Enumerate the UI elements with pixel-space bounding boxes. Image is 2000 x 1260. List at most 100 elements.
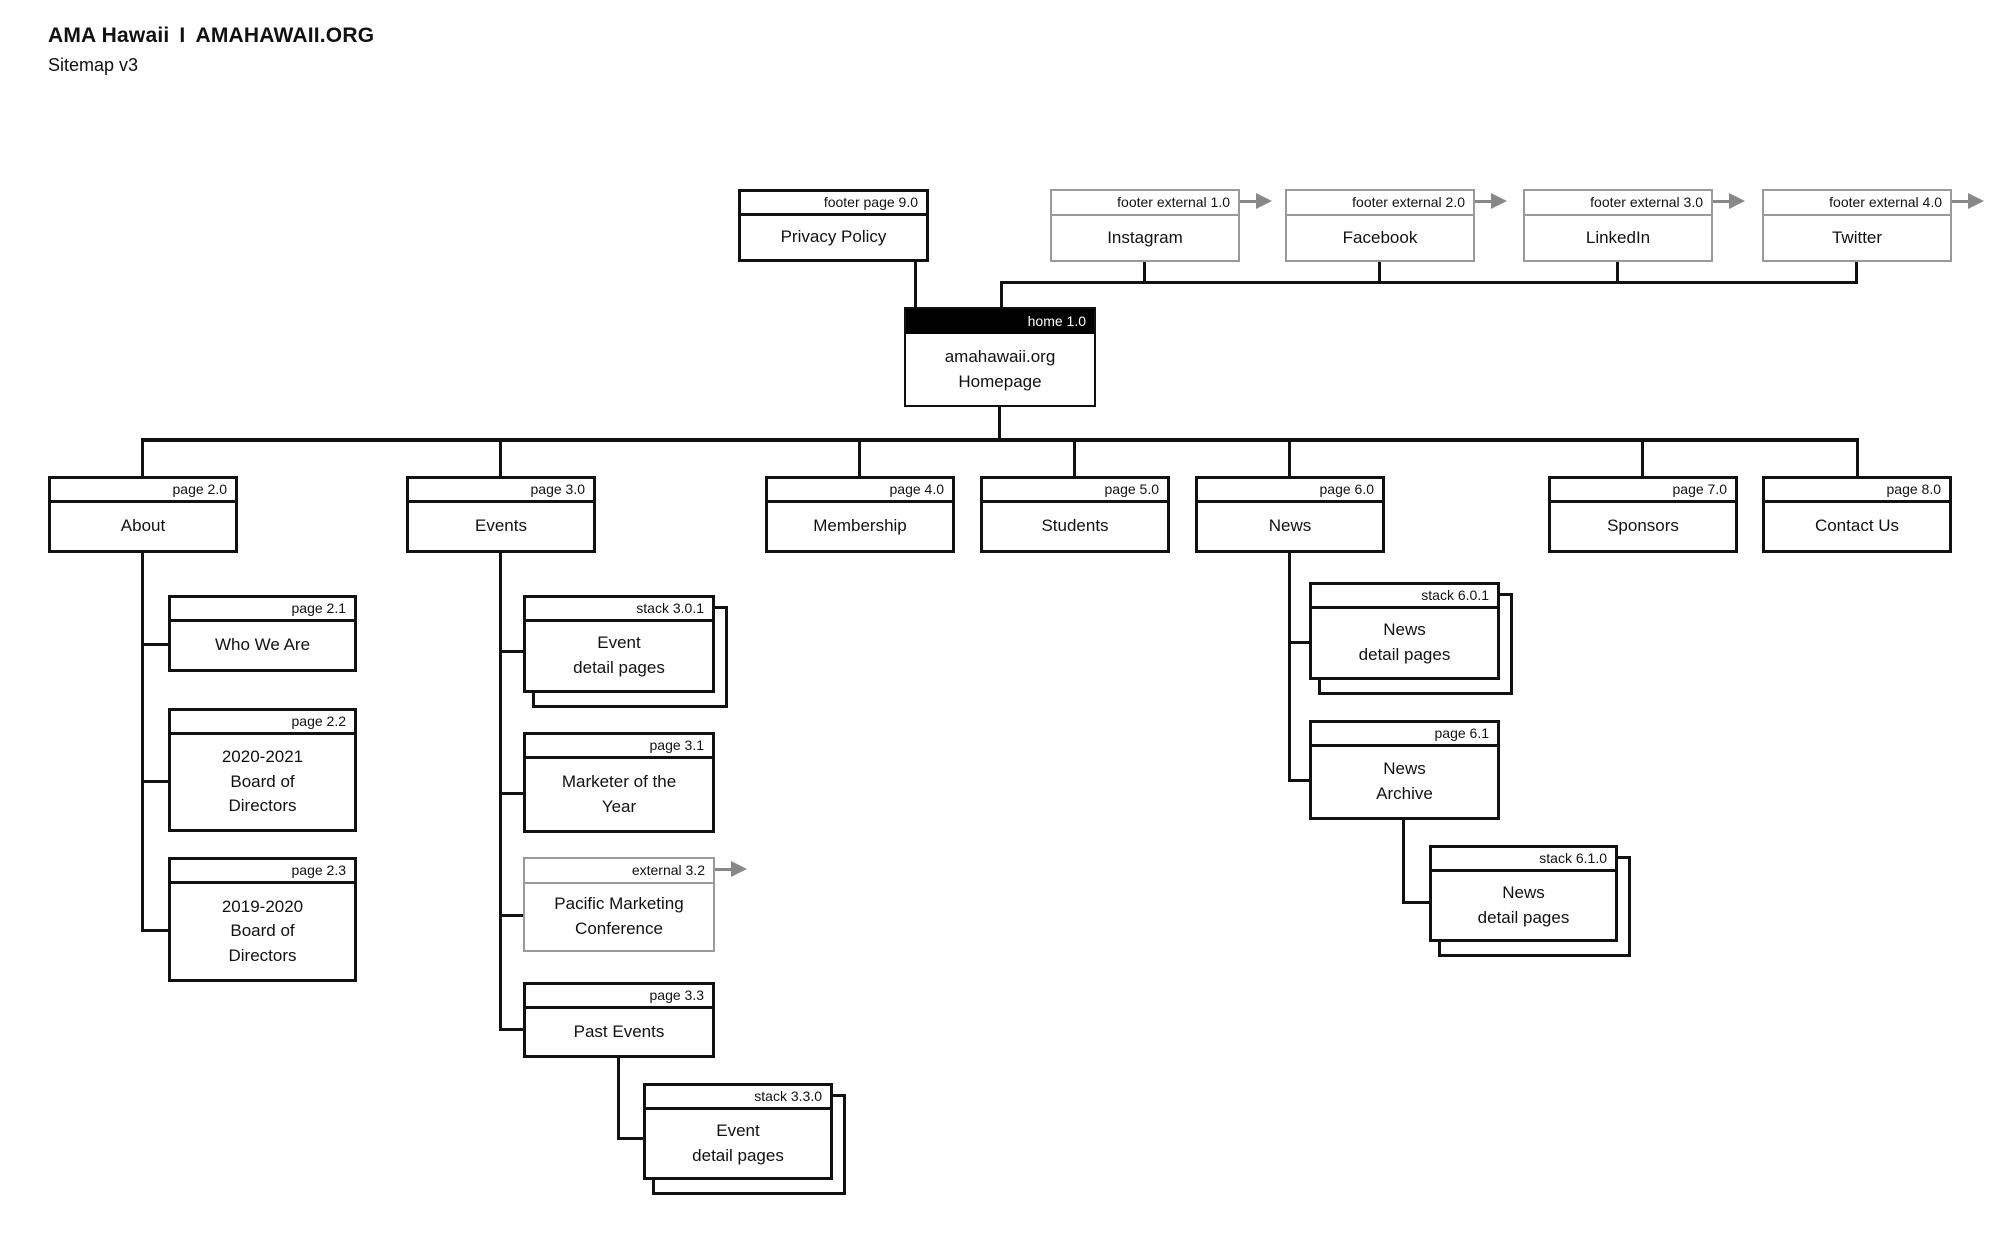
- connector-elbow-event-details-2: [617, 1137, 645, 1140]
- node-membership: page 4.0 Membership: [765, 476, 955, 553]
- node-tag: page 2.0: [51, 479, 235, 503]
- arrow-head: [1491, 193, 1507, 209]
- node-tag: footer external 1.0: [1052, 191, 1238, 216]
- node-instagram: footer external 1.0 Instagram: [1050, 189, 1240, 262]
- twitter-external-arrow-icon: [1944, 193, 1986, 209]
- node-tag: footer page 9.0: [741, 192, 926, 216]
- node-title: About: [120, 516, 166, 536]
- node-students: page 5.0 Students: [980, 476, 1170, 553]
- connector-past-events-drop: [617, 1056, 620, 1140]
- node-tag: external 3.2: [525, 859, 713, 884]
- node-tag: stack 6.0.1: [1312, 585, 1497, 609]
- node-about: page 2.0 About: [48, 476, 238, 553]
- connector-stub-event-details-1: [499, 650, 524, 653]
- node-tag: page 8.0: [1765, 479, 1949, 503]
- node-homepage: home 1.0 amahawaii.org Homepage: [904, 307, 1096, 407]
- node-title: Students: [1041, 516, 1109, 536]
- node-past-events: page 3.3 Past Events: [523, 982, 715, 1058]
- connector-stub-board-2019: [141, 929, 169, 932]
- connector-twitter-stub: [1855, 260, 1858, 283]
- node-tag: page 2.3: [171, 860, 354, 884]
- node-event-detail-pages-stack: stack 3.0.1 Event detail pages: [523, 595, 728, 708]
- node-privacy-policy: footer page 9.0 Privacy Policy: [738, 189, 929, 262]
- node-tag: stack 3.3.0: [646, 1086, 830, 1110]
- facebook-external-arrow-icon: [1467, 193, 1509, 209]
- connector-linkedin-stub: [1616, 260, 1619, 283]
- connector-footerbus-to-home: [1000, 281, 1003, 307]
- connector-privacy-to-home: [914, 260, 917, 307]
- node-tag: page 6.1: [1312, 723, 1497, 747]
- node-title: 2019-2020 Board of Directors: [221, 896, 304, 965]
- node-title: Twitter: [1831, 227, 1883, 247]
- node-marketer-of-the-year: page 3.1 Marketer of the Year: [523, 732, 715, 833]
- node-title: News detail pages: [1358, 620, 1451, 664]
- node-tag: page 7.0: [1551, 479, 1735, 503]
- node-title: News detail pages: [1477, 882, 1570, 927]
- arrow-head: [1256, 193, 1272, 209]
- connector-stub-pacific: [499, 914, 524, 917]
- node-title: Contact Us: [1814, 516, 1900, 536]
- arrow-head: [1968, 193, 1984, 209]
- arrow-head: [731, 861, 747, 877]
- node-title: Events: [475, 516, 527, 536]
- arrow-head: [1729, 193, 1745, 209]
- connector-about-trunk: [141, 549, 144, 932]
- connector-stub-board-2020: [141, 780, 169, 783]
- connector-stub-marketer: [499, 792, 524, 795]
- connector-home-to-bus: [998, 405, 1001, 439]
- connector-drop-students: [1073, 438, 1076, 478]
- node-contact-us: page 8.0 Contact Us: [1762, 476, 1952, 553]
- node-events: page 3.0 Events: [406, 476, 596, 553]
- node-tag: page 2.1: [171, 598, 354, 622]
- connector-stub-who-we-are: [141, 643, 169, 646]
- node-title: News Archive: [1376, 759, 1433, 803]
- connector-elbow-news-details-2: [1402, 901, 1431, 904]
- node-tag: page 6.0: [1198, 479, 1382, 503]
- node-pacific-marketing-conference: external 3.2 Pacific Marketing Conferenc…: [523, 857, 715, 952]
- connector-footer-bus: [1000, 281, 1858, 284]
- connector-level2-bus: [141, 438, 1859, 442]
- connector-instagram-stub: [1143, 260, 1146, 283]
- node-title: Who We Are: [214, 635, 311, 655]
- arrow-tail: [1944, 200, 1970, 203]
- node-tag: page 2.2: [171, 711, 354, 735]
- node-title: Marketer of the Year: [561, 771, 677, 816]
- title-separator: I: [179, 24, 186, 47]
- node-linkedin: footer external 3.0 LinkedIn: [1523, 189, 1713, 262]
- connector-stub-news-details-1: [1288, 641, 1311, 644]
- node-title: Instagram: [1107, 227, 1183, 247]
- node-news: page 6.0 News: [1195, 476, 1385, 553]
- arrow-tail: [1232, 200, 1258, 203]
- node-news-archive: page 6.1 News Archive: [1309, 720, 1500, 820]
- node-title: Membership: [813, 516, 907, 536]
- node-tag: stack 6.1.0: [1432, 848, 1615, 872]
- node-tag: stack 3.0.1: [526, 598, 712, 622]
- node-title: LinkedIn: [1585, 227, 1651, 247]
- node-board-2019-2020: page 2.3 2019-2020 Board of Directors: [168, 857, 357, 982]
- connector-stub-past-events: [499, 1028, 524, 1031]
- node-sponsors: page 7.0 Sponsors: [1548, 476, 1738, 553]
- linkedin-external-arrow-icon: [1705, 193, 1747, 209]
- node-facebook: footer external 2.0 Facebook: [1285, 189, 1475, 262]
- instagram-external-arrow-icon: [1232, 193, 1274, 209]
- node-tag: page 5.0: [983, 479, 1167, 503]
- node-title: Sponsors: [1607, 516, 1679, 536]
- pacific-external-arrow-icon: [707, 861, 749, 877]
- node-title: 2020-2021 Board of Directors: [221, 747, 304, 816]
- node-title: Event detail pages: [573, 633, 665, 677]
- node-title: News: [1268, 516, 1312, 536]
- node-title: Facebook: [1342, 227, 1418, 247]
- node-title: Privacy Policy: [780, 227, 887, 247]
- node-tag: footer external 4.0: [1764, 191, 1950, 216]
- connector-drop-contact: [1856, 438, 1859, 478]
- arrow-tail: [1705, 200, 1731, 203]
- connector-drop-news: [1288, 438, 1291, 478]
- node-title: Past Events: [573, 1021, 665, 1041]
- node-tag: page 4.0: [768, 479, 952, 503]
- node-board-2020-2021: page 2.2 2020-2021 Board of Directors: [168, 708, 357, 832]
- connector-news-archive-drop: [1402, 818, 1405, 904]
- node-title: amahawaii.org Homepage: [944, 346, 1056, 391]
- node-tag: page 3.3: [526, 985, 712, 1009]
- node-title: Event detail pages: [692, 1120, 784, 1165]
